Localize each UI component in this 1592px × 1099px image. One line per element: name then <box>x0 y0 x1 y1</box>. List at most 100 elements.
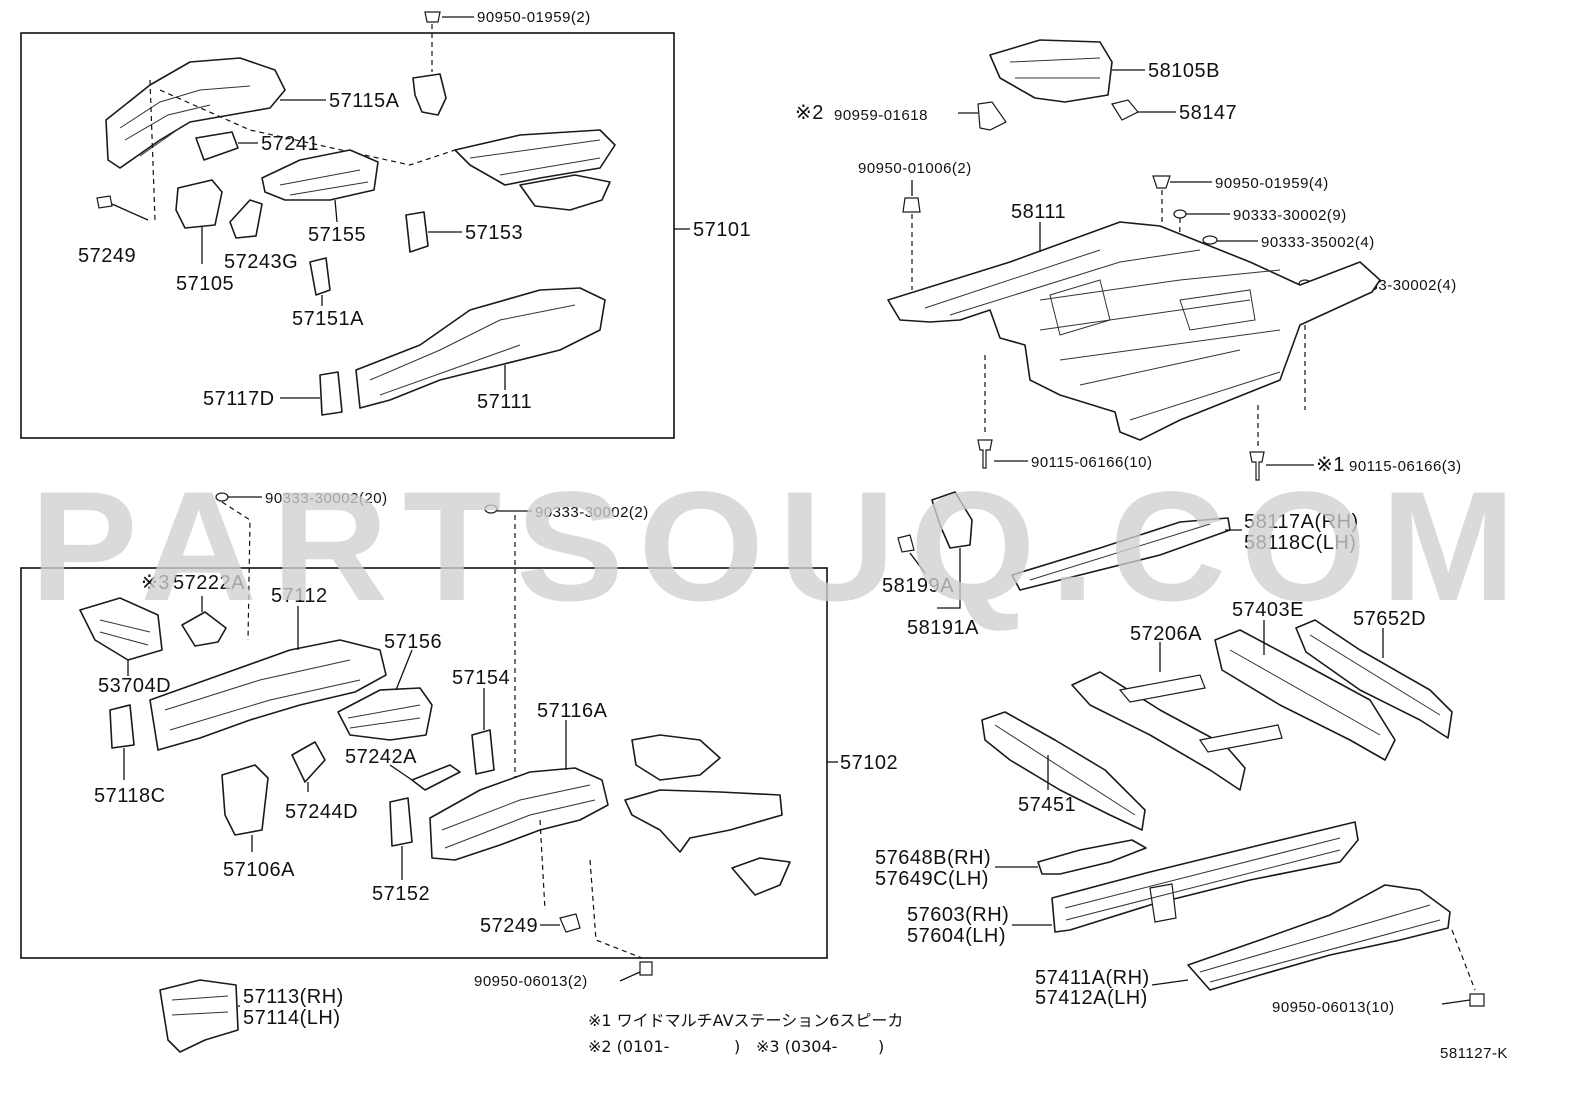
label-57106A: 57106A <box>223 859 295 881</box>
part-57152[interactable] <box>389 797 413 847</box>
label-57151A: 57151A <box>292 308 364 330</box>
part-53704D[interactable] <box>79 597 163 661</box>
label-57114: 57114(LH) <box>243 1007 341 1029</box>
group-57101-frame <box>20 32 675 439</box>
part-58105B[interactable] <box>989 39 1113 103</box>
part-57155[interactable] <box>261 149 379 201</box>
label-90115-06166-3: 90115-06166(3) <box>1349 458 1462 475</box>
label-57604: 57604(LH) <box>907 925 1006 947</box>
part-90950-01959-4-clip[interactable] <box>1152 175 1171 189</box>
part-57243G[interactable] <box>229 199 263 239</box>
crossmembers-area: 58191A 58199A 58117A(RH) 58118C(LH) 5720… <box>875 491 1485 1016</box>
floor-pan-area: 58105B ※2 90959-01618 58147 90950-01006(… <box>795 39 1462 481</box>
part-57403E[interactable] <box>1214 629 1396 761</box>
part-57206A-strap-a[interactable] <box>1118 674 1206 703</box>
part-57102-bracket-c[interactable] <box>731 857 791 896</box>
part-57117D[interactable] <box>319 371 343 416</box>
label-58117A: 58117A(RH) <box>1244 511 1359 533</box>
part-57102-bracket-a[interactable] <box>631 734 721 781</box>
part-57113-57114[interactable] <box>159 979 239 1053</box>
part-57116A[interactable] <box>429 767 609 861</box>
group-57101: 57101 57115A 90950-01959(2) 57241 <box>20 9 751 439</box>
note-line-2c: ※3 (0304- <box>756 1037 837 1056</box>
part-57102-bracket-b[interactable] <box>624 789 783 853</box>
note-line-1: ※1 ワイドマルチAVステーション6スピーカ <box>588 1011 903 1030</box>
part-upper-bracket[interactable] <box>412 73 447 116</box>
label-57117D: 57117D <box>203 388 275 410</box>
label-53704D: 53704D <box>98 675 171 697</box>
part-57105[interactable] <box>175 179 223 229</box>
watermark: PARTSOUQ.COM <box>30 460 1530 634</box>
part-57648B-57649C[interactable] <box>1037 839 1147 875</box>
label-58111: 58111 <box>1011 201 1066 223</box>
part-57156[interactable] <box>337 687 433 741</box>
part-57151A[interactable] <box>309 257 331 296</box>
part-90950-01006-clip[interactable] <box>902 197 921 213</box>
part-90115-06166-3-bolt[interactable] <box>1249 451 1265 481</box>
part-90333-30002-2-plug[interactable] <box>484 504 498 514</box>
part-57222A[interactable] <box>181 611 227 647</box>
group-57101-label: 57101 <box>693 219 751 241</box>
part-90333-30002-9-plug[interactable] <box>1173 209 1187 219</box>
part-57106A[interactable] <box>221 764 269 836</box>
label-57403E: 57403E <box>1232 599 1304 621</box>
part-58111[interactable] <box>887 221 1381 441</box>
part-90115-06166-10-bolt[interactable] <box>977 439 993 469</box>
label-57116A: 57116A <box>537 700 608 722</box>
part-90950-01959-clip[interactable] <box>424 11 441 72</box>
part-57153[interactable] <box>405 211 429 253</box>
part-rear-rail-bracket[interactable] <box>519 174 611 211</box>
label-57112: 57112 <box>271 585 328 607</box>
part-90333-35002-4-plug[interactable] <box>1202 235 1218 245</box>
part-rear-rail-upper[interactable] <box>454 129 616 186</box>
label-58191A: 58191A <box>907 617 979 639</box>
label-58105B: 58105B <box>1148 60 1220 82</box>
part-58191A[interactable] <box>931 491 973 549</box>
label-58118C: 58118C(LH) <box>1244 532 1356 554</box>
label-90115-06166-10: 90115-06166(10) <box>1031 454 1152 471</box>
part-57241[interactable] <box>195 131 239 161</box>
label-57244D: 57244D <box>285 801 358 823</box>
part-58147[interactable] <box>1111 99 1139 121</box>
label-57412A: 57412A(LH) <box>1035 987 1148 1009</box>
label-57648B: 57648B(RH) <box>875 847 991 869</box>
part-57244D[interactable] <box>291 741 326 783</box>
part-57249-lower[interactable] <box>559 913 581 933</box>
note-line-2a: ※2 (0101- <box>588 1037 669 1056</box>
part-57249-upper[interactable] <box>96 195 113 209</box>
part-57652D[interactable] <box>1295 619 1453 739</box>
label-57113: 57113(RH) <box>243 986 344 1008</box>
label-58199A: 58199A <box>882 575 954 597</box>
part-90959-01618[interactable] <box>977 101 1007 131</box>
label-90333-30002-2: 90333-30002(2) <box>535 504 649 521</box>
part-57603-57604[interactable] <box>1051 821 1359 933</box>
label-90333-30002-9: 90333-30002(9) <box>1233 207 1347 224</box>
part-90950-06013-10-clip[interactable] <box>1469 993 1485 1007</box>
label-57105: 57105 <box>176 273 234 295</box>
part-57603-bracket[interactable] <box>1149 883 1177 923</box>
group-57102-frame <box>20 567 828 959</box>
label-57249-lower: 57249 <box>480 915 538 937</box>
part-57451[interactable] <box>981 711 1146 831</box>
part-90950-06013-2-clip[interactable] <box>639 961 653 976</box>
label-90950-01006-2: 90950-01006(2) <box>858 160 972 177</box>
part-57111[interactable] <box>355 287 606 409</box>
part-57115A[interactable] <box>105 57 286 221</box>
part-57206A-strap-b[interactable] <box>1198 724 1283 753</box>
part-58199A[interactable] <box>897 534 915 553</box>
label-57249-upper: 57249 <box>78 245 136 267</box>
part-57112[interactable] <box>149 639 387 751</box>
label-57649C: 57649C(LH) <box>875 868 989 890</box>
label-90333-30002-20: 90333-30002(20) <box>265 490 388 507</box>
label-57152: 57152 <box>372 883 430 905</box>
marker-1: ※1 <box>1316 454 1345 476</box>
part-57154[interactable] <box>471 729 495 775</box>
part-57242A[interactable] <box>411 764 461 791</box>
diagram-id: 581127-K <box>1440 1045 1508 1062</box>
label-57451: 57451 <box>1018 794 1076 816</box>
group-57102: 57102 90333-30002(20) 90333-30002(2) ※3 … <box>20 490 898 959</box>
part-57118C[interactable] <box>109 704 135 749</box>
label-90950-01959-2: 90950-01959(2) <box>477 9 591 26</box>
